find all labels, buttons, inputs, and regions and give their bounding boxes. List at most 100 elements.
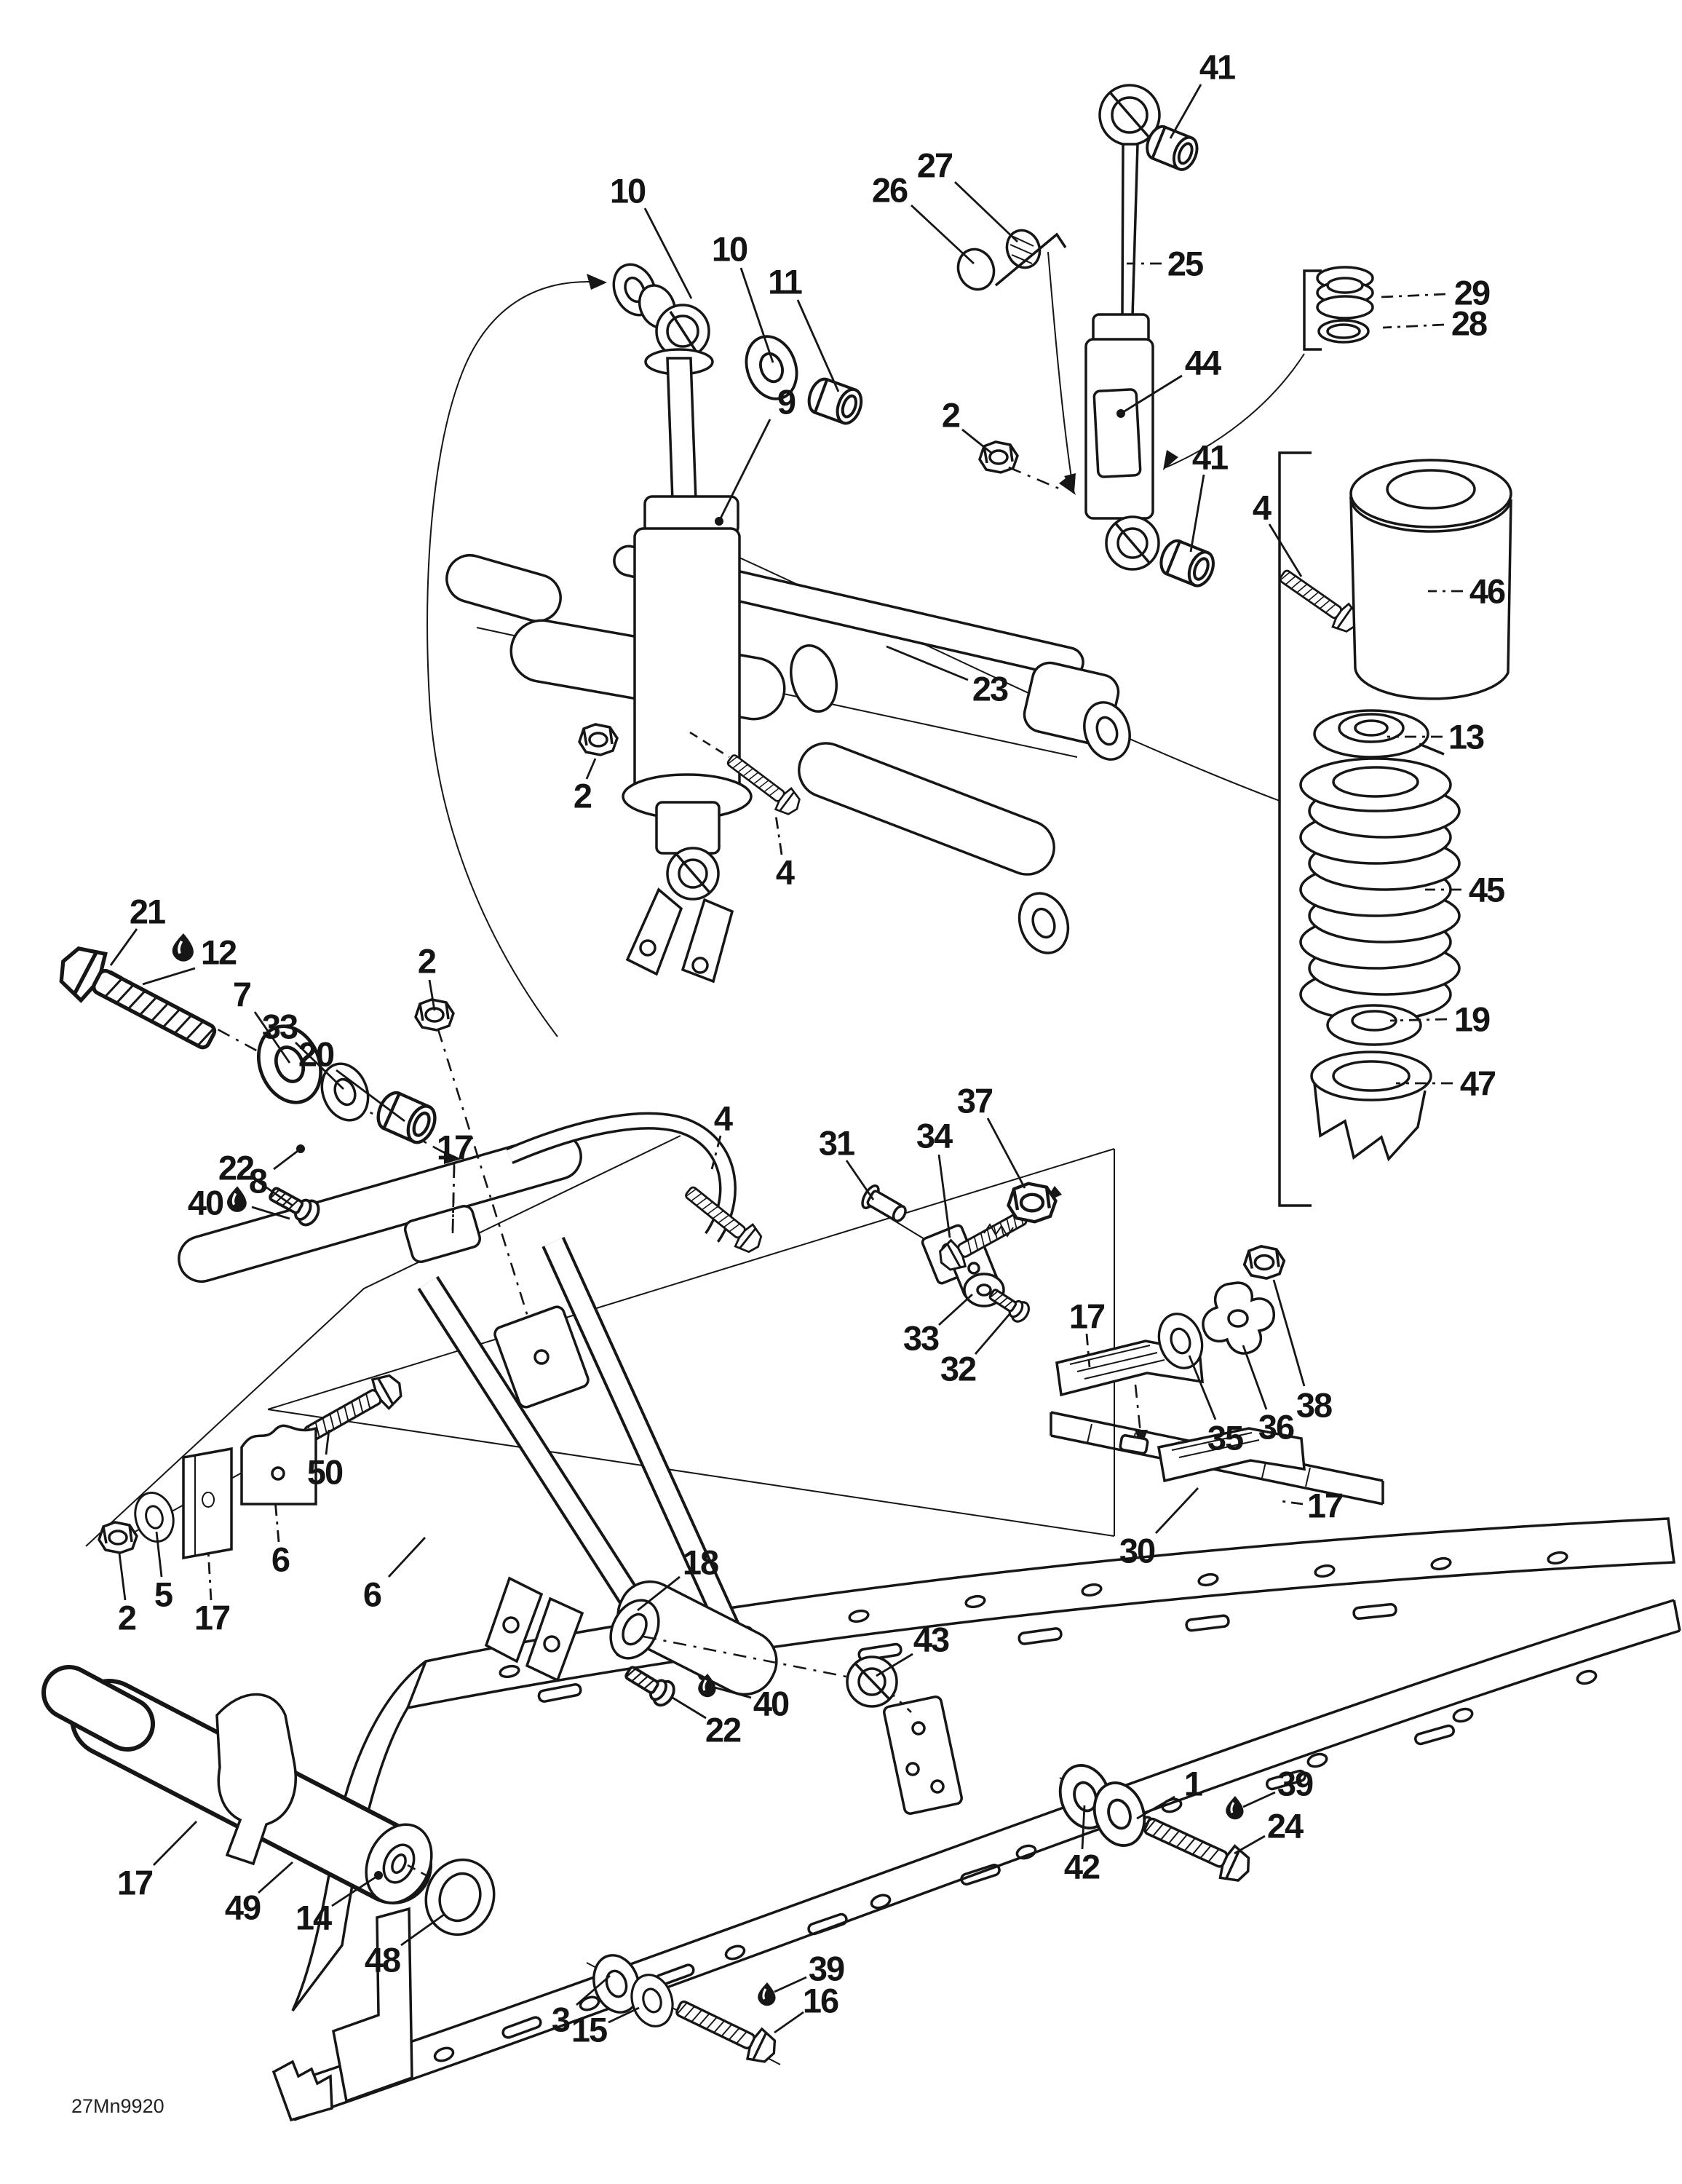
leader-line-18	[637, 1575, 681, 1612]
stopper-block-6	[240, 1424, 317, 1506]
leader-line-10	[739, 267, 774, 363]
leader-line-15	[608, 2006, 640, 2024]
strap-adjuster	[861, 1183, 1056, 1326]
leader-line-39	[774, 1976, 807, 1993]
shock-label-44	[1092, 388, 1142, 478]
arrow-icon	[1163, 450, 1178, 470]
stopper-bracket-17	[182, 1447, 233, 1560]
callout-12: 12	[200, 933, 237, 972]
callout-47: 47	[1459, 1064, 1496, 1103]
spacer	[403, 1204, 482, 1264]
callout-8: 8	[248, 1161, 268, 1200]
callout-4: 4	[1252, 488, 1272, 527]
leader-line-43	[876, 1653, 913, 1677]
bushing-20	[373, 1088, 440, 1146]
callout-6: 6	[362, 1575, 382, 1614]
callout-2: 2	[417, 941, 437, 981]
bolt-4	[1273, 562, 1365, 638]
cap-26	[956, 248, 996, 291]
callout-17: 17	[116, 1863, 154, 1902]
callout-4: 4	[713, 1099, 733, 1138]
bolt-21	[51, 938, 223, 1062]
leader-line-24	[1234, 1835, 1266, 1855]
callout-26: 26	[871, 170, 908, 210]
callout-15: 15	[571, 2010, 608, 2049]
callout-44: 44	[1184, 343, 1221, 382]
leader-line-33	[295, 1041, 344, 1091]
leader-line-4	[710, 1135, 722, 1170]
callout-40: 40	[753, 1684, 790, 1723]
callout-34: 34	[916, 1116, 953, 1155]
rear-shock-25	[956, 84, 1374, 638]
leader-line-10	[643, 207, 693, 299]
callout-42: 42	[1063, 1847, 1100, 1886]
front-shock-9	[578, 263, 865, 984]
leader-line-33	[938, 1293, 973, 1326]
callout-13: 13	[1448, 717, 1485, 756]
callout-7: 7	[232, 975, 252, 1014]
star-knob-36	[1202, 1281, 1276, 1355]
callout-45: 45	[1468, 870, 1505, 909]
reference-planes	[85, 1135, 1115, 1547]
callout-41: 41	[1191, 438, 1229, 477]
nut-2	[414, 998, 455, 1032]
callout-3: 3	[551, 2000, 571, 2039]
leader-line-39	[1242, 1791, 1276, 1808]
leader-line-28	[1382, 323, 1445, 329]
nut-2	[98, 1521, 138, 1554]
spring-assembly	[1278, 451, 1512, 1207]
shaft-clamp	[215, 1693, 297, 1866]
leader-line-4	[774, 815, 783, 855]
callout-48: 48	[364, 1940, 401, 1979]
callout-37: 37	[956, 1081, 993, 1120]
tunnel-holes	[499, 1551, 1568, 1703]
arrow-icon	[587, 274, 607, 290]
leader-line-31	[845, 1160, 875, 1200]
leader-line-38	[1272, 1279, 1306, 1387]
callout-32: 32	[940, 1349, 977, 1388]
leader-line-41	[1189, 474, 1205, 553]
leader-line-16	[774, 2011, 804, 2034]
callout-10: 10	[609, 171, 646, 210]
slider-shoe-17	[1157, 1427, 1306, 1483]
callout-49: 49	[224, 1888, 261, 1927]
drawing-code: 27Mn9920	[71, 2095, 164, 2117]
callout-35: 35	[1207, 1418, 1244, 1457]
callout-27: 27	[916, 146, 953, 185]
nut-2	[578, 723, 619, 756]
leader-dot	[296, 1144, 305, 1153]
cross-shaft	[178, 1132, 582, 1283]
leader-line-40	[714, 1686, 752, 1699]
leader-dot	[1116, 409, 1125, 418]
callout-2: 2	[573, 776, 592, 815]
callout-30: 30	[1119, 1531, 1156, 1570]
washer-10	[737, 328, 806, 408]
callout-41: 41	[1199, 47, 1236, 87]
leader-line-8	[273, 1147, 301, 1171]
leader-line-6	[274, 1499, 280, 1543]
callout-23: 23	[972, 669, 1009, 708]
callout-11: 11	[768, 262, 803, 301]
callout-33: 33	[903, 1318, 940, 1358]
leader-line-7	[253, 1011, 291, 1064]
leader-line-2	[428, 979, 436, 1011]
callout-36: 36	[1258, 1407, 1295, 1447]
leader-line-19	[1389, 1018, 1448, 1022]
callout-4: 4	[775, 852, 795, 892]
leader-line-49	[258, 1861, 293, 1894]
drive-shaft-assembly	[41, 1665, 496, 1936]
leader-line-11	[796, 299, 840, 392]
callout-39: 39	[808, 1949, 845, 1988]
leader-line-32	[974, 1313, 1012, 1355]
leader-line-14	[331, 1874, 379, 1907]
leader-line-2	[585, 758, 597, 780]
leader-line-50	[325, 1429, 330, 1455]
leader-line-40	[251, 1206, 290, 1220]
leader-line-17	[1280, 1500, 1304, 1506]
callout-9: 9	[777, 382, 796, 422]
leader-line-9	[718, 419, 771, 522]
leader-lines	[109, 84, 1463, 2034]
bushing-41	[1157, 537, 1218, 589]
clip-39-icon	[1224, 1795, 1245, 1821]
